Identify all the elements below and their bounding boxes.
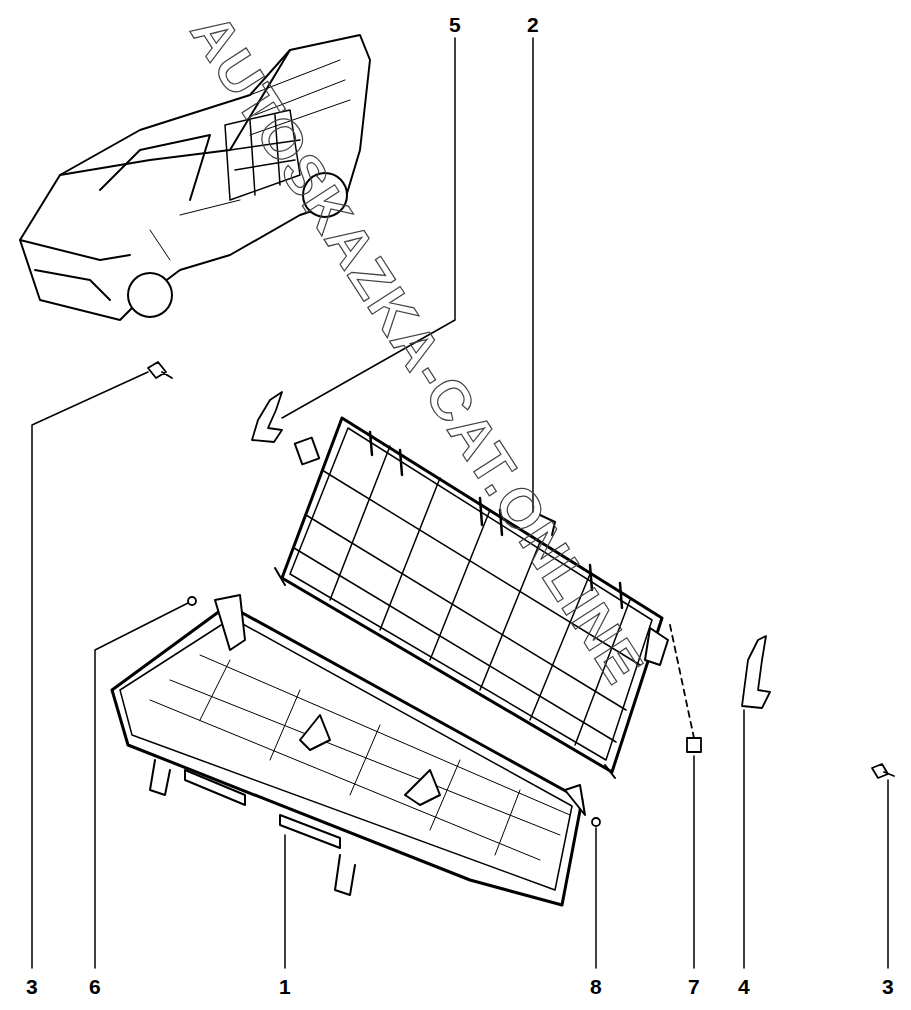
callout-number: 7 xyxy=(686,975,702,998)
cushion-frame xyxy=(112,595,585,905)
callout-number: 3 xyxy=(880,975,896,998)
leader-lines xyxy=(32,38,888,968)
callout-number: 4 xyxy=(736,975,752,998)
callout-number: 8 xyxy=(588,975,604,998)
callout-number: 2 xyxy=(525,13,541,36)
callout-number: 1 xyxy=(277,975,293,998)
callout-number: 3 xyxy=(24,975,40,998)
callout-number: 6 xyxy=(87,975,103,998)
small-parts xyxy=(148,362,894,826)
callout-number: 5 xyxy=(447,13,463,36)
